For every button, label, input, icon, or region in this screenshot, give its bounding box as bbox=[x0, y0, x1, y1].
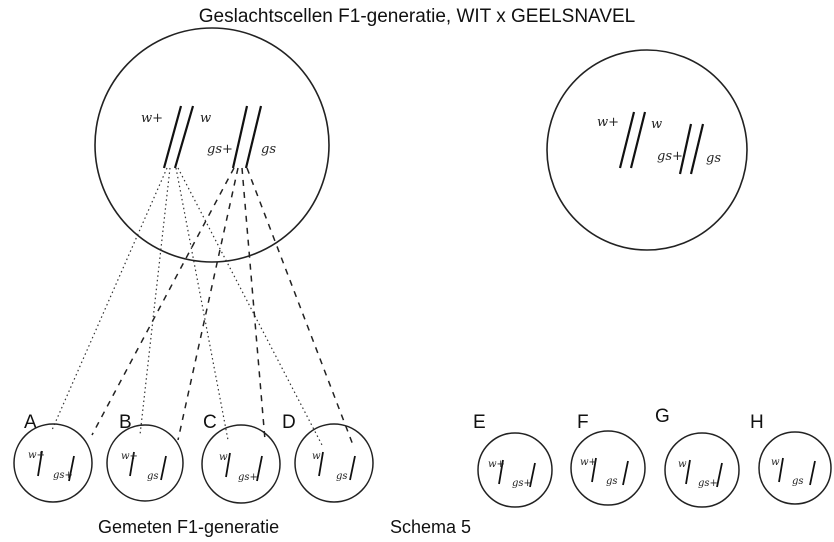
gamete-letter-c: C bbox=[203, 412, 217, 433]
chromosome-set-left bbox=[162, 105, 263, 169]
gamete-circle-b bbox=[106, 424, 184, 502]
gamete-circle-g bbox=[664, 432, 740, 508]
chromosome bbox=[809, 460, 816, 486]
gamete-circle-c bbox=[201, 424, 281, 504]
allele-label: gs+ bbox=[657, 149, 683, 164]
chromosome-gs bbox=[689, 123, 705, 175]
parent-cell-left bbox=[94, 27, 330, 263]
gametes-group bbox=[13, 423, 832, 508]
connector-dotted bbox=[51, 167, 168, 431]
allele-label: w bbox=[200, 111, 211, 126]
gamete-letter-g: G bbox=[655, 406, 670, 427]
gamete-letter-e: E bbox=[473, 412, 486, 433]
gamete-c-label-2: gs+ bbox=[238, 472, 258, 483]
gamete-c-label-1: w bbox=[219, 452, 228, 463]
chromosome-w-plus bbox=[618, 111, 636, 169]
gamete-d-label-1: w bbox=[312, 451, 321, 462]
gamete-e-label-1: w+ bbox=[488, 459, 505, 470]
chromosome-w bbox=[629, 111, 647, 169]
allele-label: w+ bbox=[597, 115, 619, 130]
chromosome bbox=[349, 455, 356, 481]
chromosome bbox=[37, 450, 43, 477]
chromosome-set-right bbox=[618, 111, 705, 175]
chromosome-w-plus bbox=[162, 105, 183, 169]
gamete-circle-a bbox=[13, 423, 93, 503]
gamete-chromosomes bbox=[37, 450, 816, 488]
gamete-letter-b: B bbox=[119, 412, 132, 433]
chromosome bbox=[622, 460, 629, 486]
gamete-circle-f bbox=[570, 430, 646, 506]
chromosome bbox=[591, 457, 597, 483]
connector-dashed bbox=[241, 167, 266, 441]
gamete-letter-d: D bbox=[282, 412, 296, 433]
chromosome bbox=[68, 455, 75, 482]
chromosome bbox=[498, 459, 504, 485]
gamete-b-label-1: w+ bbox=[121, 451, 138, 462]
gamete-d-label-2: gs bbox=[336, 471, 348, 482]
gamete-f-label-1: w+ bbox=[580, 457, 597, 468]
connector-dotted bbox=[139, 167, 171, 436]
gamete-a-label-1: w+ bbox=[28, 450, 45, 461]
connector-dotted bbox=[175, 167, 229, 441]
gamete-circle-h bbox=[758, 431, 832, 505]
chromosome-gs-plus bbox=[678, 123, 693, 175]
gamete-e-label-2: gs+ bbox=[512, 478, 532, 489]
gamete-g-label-2: gs+ bbox=[698, 478, 718, 489]
dashed-connectors bbox=[91, 167, 354, 446]
connector-dashed bbox=[177, 167, 239, 441]
gamete-f-label-2: gs bbox=[606, 476, 618, 487]
gamete-a-label-2: gs+ bbox=[53, 470, 73, 481]
chromosome-gs-plus bbox=[231, 105, 249, 169]
chromosome bbox=[129, 451, 135, 477]
chromosome bbox=[160, 455, 167, 481]
chromosome bbox=[318, 451, 324, 477]
gamete-letter-h: H bbox=[750, 412, 764, 433]
gamete-h-label-2: gs bbox=[792, 476, 804, 487]
gamete-h-label-1: w bbox=[771, 457, 780, 468]
gamete-g-label-1: w bbox=[678, 459, 687, 470]
parent-cell-right bbox=[546, 49, 748, 251]
connector-dashed bbox=[91, 167, 235, 436]
allele-label: w bbox=[651, 117, 662, 132]
chromosome bbox=[716, 462, 723, 488]
gamete-letter-f: F bbox=[577, 412, 589, 433]
chromosome-w bbox=[173, 105, 195, 169]
allele-label: gs bbox=[706, 151, 721, 166]
chromosome-gs bbox=[244, 105, 263, 169]
caption-gametes: Gemeten F1-generatie bbox=[98, 517, 280, 537]
gamete-b-label-2: gs bbox=[147, 471, 159, 482]
allele-label: gs bbox=[261, 142, 276, 157]
chromosome bbox=[529, 462, 536, 488]
dotted-connectors bbox=[51, 167, 323, 446]
chromosome bbox=[256, 455, 263, 482]
gamete-circle-e bbox=[477, 432, 553, 508]
gamete-letter-a: A bbox=[24, 412, 37, 433]
chromosome bbox=[685, 459, 691, 485]
connector-dashed bbox=[246, 167, 354, 446]
allele-label: w+ bbox=[141, 111, 163, 126]
allele-label: gs+ bbox=[207, 142, 233, 157]
chromosome bbox=[778, 457, 784, 483]
chromosome bbox=[225, 452, 231, 478]
gamete-circle-d bbox=[294, 423, 374, 503]
diagram-title: Geslachtscellen F1-generatie, WIT x GEEL… bbox=[198, 6, 636, 27]
caption-schema: Schema 5 bbox=[390, 517, 472, 537]
